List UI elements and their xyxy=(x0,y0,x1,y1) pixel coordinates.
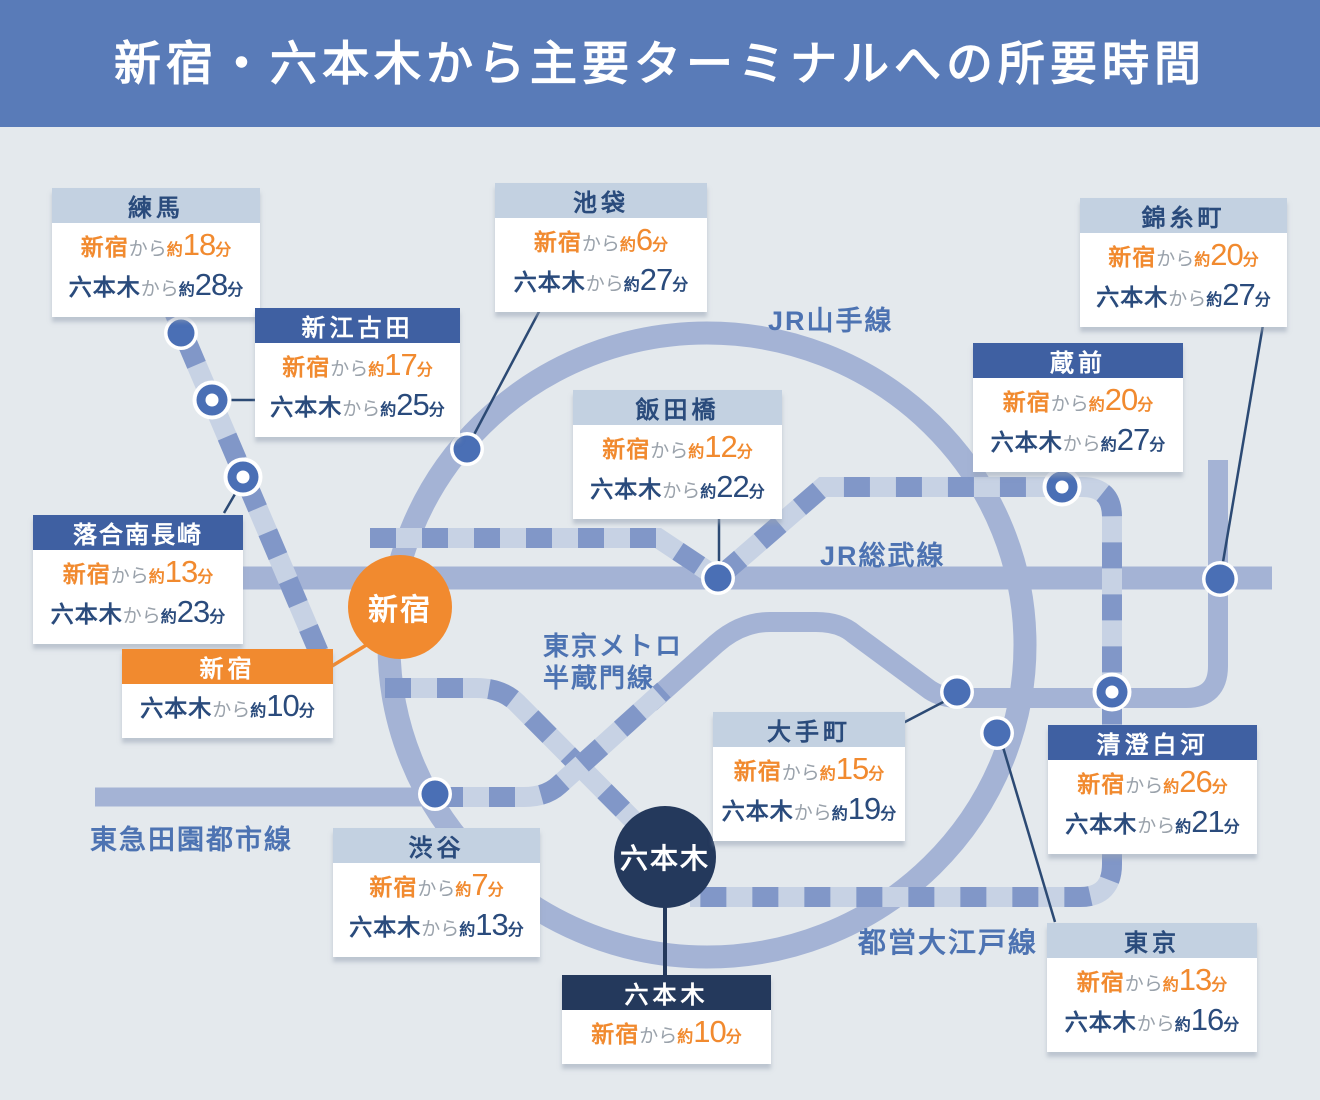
dot-iidabashi xyxy=(701,561,735,595)
station-card-kuramae: 蔵前 新宿から約20分 六本木から約27分 xyxy=(973,343,1183,472)
time-from-roppongi: 六本木から約27分 xyxy=(990,422,1166,457)
time-from-roppongi: 六本木から約13分 xyxy=(349,907,524,942)
station-card-shin-egota: 新江古田 新宿から約17分 六本木から約25分 xyxy=(255,308,460,437)
station-card-shibuya: 渋谷 新宿から約7分 六本木から約13分 xyxy=(333,828,540,957)
station-dots-ring xyxy=(192,380,1132,712)
page-title: 新宿・六本木から主要ターミナルへの所要時間 xyxy=(114,37,1206,90)
time-from-shinjuku: 新宿から約20分 xyxy=(1108,237,1259,272)
hanzomon-line xyxy=(643,460,1228,711)
station-card-nerima: 練馬 新宿から約18分 六本木から約28分 xyxy=(52,188,260,317)
dot-ikebukuro xyxy=(450,432,484,466)
label-tokyo-metro: 東京メトロ xyxy=(543,631,684,661)
connector-tokyo xyxy=(998,736,1057,923)
time-from-shinjuku: 新宿から約10分 xyxy=(591,1014,742,1049)
dot-shibuya xyxy=(418,777,452,811)
connector-ikebukuro xyxy=(466,288,553,447)
hanzomon-line-shibuya-segment xyxy=(437,682,671,807)
roppongi-hub-circle: 六本木 xyxy=(614,806,716,908)
time-from-roppongi: 六本木から約10分 xyxy=(140,688,315,723)
station-name: 練馬 xyxy=(52,188,260,223)
station-card-iidabashi: 飯田橋 新宿から約12分 六本木から約22分 xyxy=(573,390,782,519)
dot-ochiai xyxy=(223,457,263,497)
station-name: 清澄白河 xyxy=(1048,725,1257,760)
connector-otemachi xyxy=(902,697,950,725)
dot-kuramae xyxy=(1042,467,1082,507)
label-sobu-line: JR総武線 xyxy=(820,541,946,571)
station-name: 大手町 xyxy=(713,712,905,747)
dot-shin-egota xyxy=(192,380,232,420)
station-name: 池袋 xyxy=(495,183,707,218)
station-card-tokyo: 東京 新宿から約13分 六本木から約16分 xyxy=(1047,923,1257,1052)
time-from-roppongi: 六本木から約23分 xyxy=(50,594,226,629)
station-card-ikebukuro: 池袋 新宿から約6分 六本木から約27分 xyxy=(495,183,707,312)
time-from-roppongi: 六本木から約28分 xyxy=(68,267,244,302)
time-from-shinjuku: 新宿から約7分 xyxy=(369,867,504,902)
station-name: 錦糸町 xyxy=(1080,198,1287,233)
station-card-kinshicho: 錦糸町 新宿から約20分 六本木から約27分 xyxy=(1080,198,1287,327)
time-from-shinjuku: 新宿から約13分 xyxy=(1076,962,1228,997)
station-card-shinjuku: 新宿 六本木から約10分 xyxy=(122,649,333,738)
station-card-otemachi: 大手町 新宿から約15分 六本木から約19分 xyxy=(713,712,905,841)
label-denentoshi-line: 東急田園都市線 xyxy=(90,825,293,855)
label-yamanote-line: JR山手線 xyxy=(768,306,894,336)
time-from-shinjuku: 新宿から約26分 xyxy=(1077,764,1228,799)
time-from-roppongi: 六本木から約27分 xyxy=(1096,277,1271,312)
station-name: 東京 xyxy=(1047,923,1257,958)
label-hanzomon-line: 半蔵門線 xyxy=(543,663,656,693)
time-from-shinjuku: 新宿から約20分 xyxy=(1002,382,1154,417)
time-from-roppongi: 六本木から約27分 xyxy=(513,262,689,297)
dot-nerima xyxy=(164,316,198,350)
dot-kiyosumi xyxy=(1092,672,1132,712)
time-from-roppongi: 六本木から約16分 xyxy=(1064,1002,1240,1037)
shinjuku-hub-label: 新宿 xyxy=(368,594,432,627)
time-from-shinjuku: 新宿から約6分 xyxy=(533,222,669,257)
time-from-shinjuku: 新宿から約12分 xyxy=(602,429,753,464)
time-from-roppongi: 六本木から約19分 xyxy=(721,791,897,826)
oedo-line-south-branch xyxy=(385,678,656,843)
station-name: 落合南長崎 xyxy=(33,515,243,550)
time-from-roppongi: 六本木から約25分 xyxy=(270,387,445,422)
station-dots-filled xyxy=(164,316,1238,811)
dot-otemachi xyxy=(940,675,974,709)
time-from-shinjuku: 新宿から約18分 xyxy=(80,227,232,262)
time-from-roppongi: 六本木から約22分 xyxy=(590,469,765,504)
time-from-shinjuku: 新宿から約15分 xyxy=(733,751,885,786)
connector-kinshicho xyxy=(1219,306,1268,575)
label-oedo-line: 都営大江戸線 xyxy=(858,927,1039,958)
station-card-ochiai-minami-nagasaki: 落合南長崎 新宿から約13分 六本木から約23分 xyxy=(33,515,243,644)
time-from-shinjuku: 新宿から約17分 xyxy=(282,347,433,382)
station-name: 渋谷 xyxy=(333,828,540,863)
station-name: 六本木 xyxy=(562,975,771,1010)
roppongi-hub-label: 六本木 xyxy=(619,843,710,874)
station-name: 新宿 xyxy=(122,649,333,684)
station-name: 新江古田 xyxy=(255,308,460,343)
oedo-line-north-loop xyxy=(370,477,1122,907)
title-banner: 新宿・六本木から主要ターミナルへの所要時間 xyxy=(0,0,1320,127)
station-card-kiyosumi-shirakawa: 清澄白河 新宿から約26分 六本木から約21分 xyxy=(1048,725,1257,854)
shinjuku-hub-circle: 新宿 xyxy=(348,555,452,659)
station-name: 蔵前 xyxy=(973,343,1183,378)
dot-tokyo xyxy=(980,716,1014,750)
station-card-roppongi: 六本木 新宿から約10分 xyxy=(562,975,771,1064)
time-from-roppongi: 六本木から約21分 xyxy=(1065,804,1240,839)
dot-kinshicho xyxy=(1202,561,1238,597)
time-from-shinjuku: 新宿から約13分 xyxy=(62,554,214,589)
connector-shinjuku-card xyxy=(331,642,369,668)
station-name: 飯田橋 xyxy=(573,390,782,425)
